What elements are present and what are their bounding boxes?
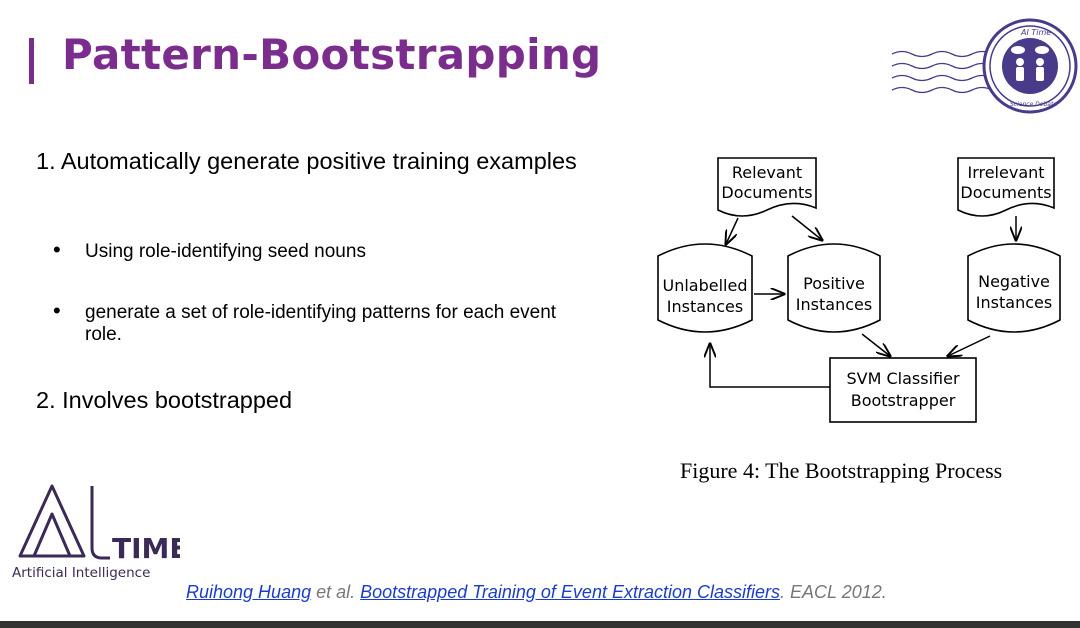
speakers-icon — [1011, 46, 1049, 81]
unlabelled-line-2: Instances — [667, 297, 743, 316]
bullet-dot: • — [53, 237, 61, 262]
author-link[interactable]: Ruihong Huang — [186, 582, 312, 602]
relevant-line-2: Documents — [721, 183, 812, 202]
arrow-relevant-to-positive — [791, 215, 822, 240]
citation-etal: et al. — [311, 582, 361, 602]
ai-time-logo: TIME — [18, 484, 180, 565]
arrow-relevant-to-unlabelled — [726, 217, 739, 244]
arrow-negative-to-svm — [948, 335, 991, 356]
bootstrapping-diagram: Relevant Documents Irrelevant Documents … — [657, 157, 1061, 423]
positive-line-2: Instances — [796, 295, 872, 314]
point-1: 1. Automatically generate positive train… — [36, 148, 577, 174]
relevant-documents-shape — [717, 157, 817, 217]
irrelevant-line-1: Irrelevant — [967, 163, 1044, 182]
logo-i-shape — [90, 486, 110, 560]
unlabelled-line-1: Unlabelled — [663, 276, 748, 295]
negative-line-2: Instances — [976, 293, 1052, 312]
bullet-dot: • — [53, 298, 61, 323]
logo-a-inner — [32, 512, 72, 557]
point-2: 2. Involves bootstrapped — [36, 387, 293, 413]
bullet-1: • Using role-identifying seed nouns — [53, 239, 366, 263]
logo-subtitle: Artificial Intelligence — [12, 565, 151, 581]
svm-classifier-box — [829, 357, 977, 423]
ai-time-stamp-logo: AI Time Science Debate — [891, 18, 1078, 114]
svm-line-2: Bootstrapper — [851, 391, 956, 410]
stamp-top-text: AI Time — [1020, 28, 1051, 37]
irrelevant-line-2: Documents — [960, 183, 1051, 202]
positive-instances-shape — [787, 243, 881, 333]
logo-a-outer — [18, 484, 86, 558]
figure-caption: Figure 4: The Bootstrapping Process — [680, 458, 1003, 483]
slide-body: 1. Automatically generate positive train… — [36, 146, 596, 177]
citation: Ruihong Huang et al. Bootstrapped Traini… — [186, 582, 887, 603]
slide-title: Pattern-Bootstrapping — [62, 30, 602, 79]
stamp-bottom-text: Science Debate — [1010, 101, 1057, 108]
negative-line-1: Negative — [978, 272, 1050, 291]
arrow-positive-to-svm — [861, 333, 890, 356]
bullet-2: • generate a set of role-identifying pat… — [53, 300, 585, 346]
irrelevant-documents-shape — [957, 157, 1055, 217]
bullet-2-text: generate a set of role-identifying patte… — [85, 302, 557, 345]
paper-link[interactable]: Bootstrapped Training of Event Extractio… — [360, 582, 781, 602]
bullet-1-text: Using role-identifying seed nouns — [85, 241, 366, 262]
positive-line-1: Positive — [803, 274, 865, 293]
postmark-wave-lines — [891, 50, 993, 94]
bottom-bar — [0, 621, 1080, 628]
unlabelled-instances-shape — [657, 243, 753, 333]
negative-instances-shape — [967, 243, 1061, 333]
arrow-svm-to-unlabelled — [710, 344, 830, 388]
citation-venue: . EACL 2012. — [780, 582, 887, 602]
relevant-line-1: Relevant — [732, 163, 802, 182]
title-accent-bar — [29, 38, 34, 84]
svm-line-1: SVM Classifier — [846, 369, 959, 388]
logo-time-word: TIME — [112, 532, 180, 565]
